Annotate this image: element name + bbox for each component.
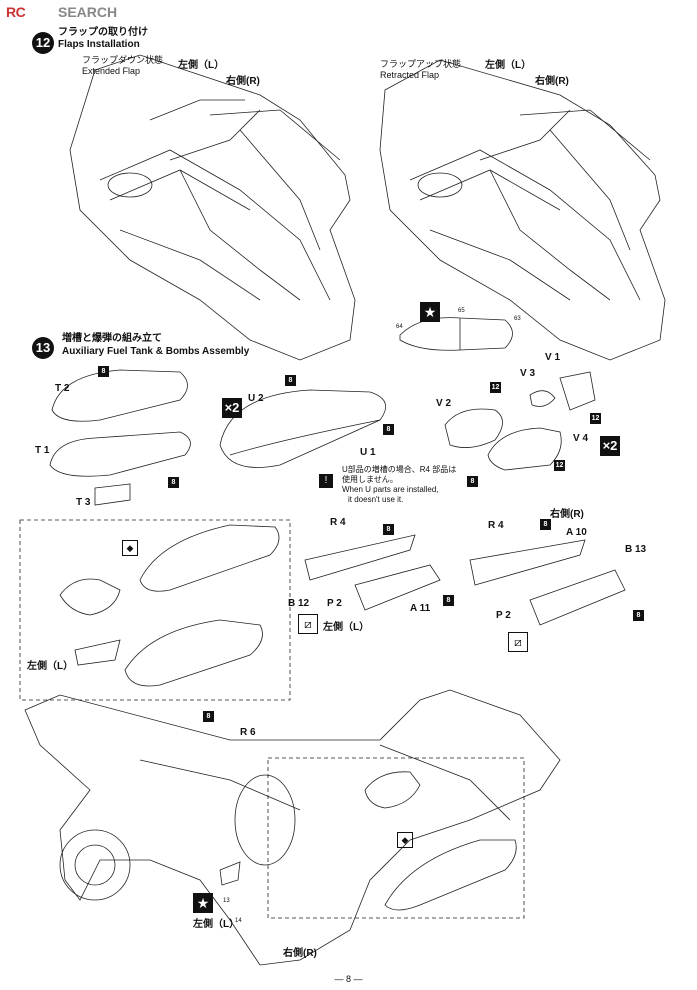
note-jp-1: U部品の増槽の場合、R4 部品は: [342, 465, 457, 474]
part-v4: V 4: [573, 433, 589, 444]
paint-number-t2: 8: [98, 366, 109, 377]
option-icon-2: ◆: [397, 832, 413, 848]
paint-number-r4-left: 8: [383, 524, 394, 535]
part-r4-right: R 4: [488, 520, 504, 531]
paint-number-t1: 8: [168, 477, 179, 488]
paint-number-b13: 8: [633, 610, 644, 621]
paint-number-u1: 8: [383, 424, 394, 435]
note-icon: !: [319, 474, 333, 488]
part-b12: B 12: [288, 598, 310, 609]
star-icon: ★: [420, 302, 440, 322]
part-a10: A 10: [566, 527, 587, 538]
paint-number-v4: 12: [554, 460, 565, 471]
step-13-badge: 13: [32, 337, 54, 359]
no-glue-icon-right: ⧄: [508, 632, 528, 652]
watermark-search: SEARCH: [58, 4, 118, 20]
left-side-12a: 左側（L）: [178, 60, 225, 71]
part-u2: U 2: [248, 393, 264, 404]
part-number-64: 64: [396, 324, 403, 330]
part-v3: V 3: [520, 368, 536, 379]
retracted-flap-en: Retracted Flap: [380, 70, 440, 80]
page-number: — 8 —: [334, 974, 363, 984]
note-en-1: When U parts are installed,: [342, 485, 439, 494]
watermark-logo: RC: [6, 4, 26, 20]
part-number-63: 63: [514, 316, 521, 322]
right-side-pylon: 右側(R): [550, 509, 584, 520]
multiplier-u: ×2: [222, 398, 242, 418]
left-side-box: 左側（L）: [27, 661, 74, 672]
part-b13: B 13: [625, 544, 647, 555]
multiplier-v: ×2: [600, 436, 620, 456]
paint-number-v2: 12: [490, 382, 501, 393]
part-number-14: 14: [235, 918, 242, 924]
paint-number-u2: 8: [285, 375, 296, 386]
step-12-title-en: Flaps Installation: [58, 39, 140, 50]
option-icon: ◆: [122, 540, 138, 556]
paint-number-r4-right: 8: [540, 519, 551, 530]
right-side-bottom: 右側(R): [283, 948, 317, 959]
note-en-2: it doesn't use it.: [348, 495, 404, 504]
step-13-title-jp: 増槽と爆弾の組み立て: [62, 333, 162, 344]
no-glue-icon: ⧄: [298, 614, 318, 634]
extended-flap-en: Extended Flap: [82, 66, 141, 76]
left-side-bottom: 左側（L）: [193, 919, 240, 930]
part-v1: V 1: [545, 352, 561, 363]
part-r4-left: R 4: [330, 517, 346, 528]
paint-number-r6: 8: [203, 711, 214, 722]
left-side-pylon: 左側（L）: [323, 622, 370, 633]
part-r6: R 6: [240, 727, 256, 738]
part-a11: A 11: [410, 603, 431, 614]
step-12-title-jp: フラップの取り付け: [58, 27, 148, 38]
part-number-13: 13: [223, 898, 230, 904]
part-t3: T 3: [76, 497, 91, 508]
note-jp-2: 使用しません。: [342, 475, 398, 484]
part-v2: V 2: [436, 398, 452, 409]
step-13-title-en: Auxiliary Fuel Tank & Bombs Assembly: [62, 346, 250, 357]
part-t1: T 1: [35, 445, 50, 456]
step-12-badge: 12: [32, 32, 54, 54]
star-icon-bottom: ★: [193, 893, 213, 913]
right-side-12b: 右側(R): [535, 76, 569, 87]
right-side-12a: 右側(R): [226, 76, 260, 87]
retracted-flap-jp: フラップアップ状態: [380, 59, 462, 69]
part-number-65: 65: [458, 308, 465, 314]
part-p2-right: P 2: [496, 610, 511, 621]
part-p2-left: P 2: [327, 598, 342, 609]
paint-number-a11: 8: [443, 595, 454, 606]
part-u1: U 1: [360, 447, 376, 458]
paint-number-v1: 12: [590, 413, 601, 424]
paint-number-v-bottom: 8: [467, 476, 478, 487]
part-t2: T 2: [55, 383, 70, 394]
extended-flap-jp: フラップダウン状態: [82, 55, 164, 65]
left-side-12b: 左側（L）: [485, 60, 532, 71]
